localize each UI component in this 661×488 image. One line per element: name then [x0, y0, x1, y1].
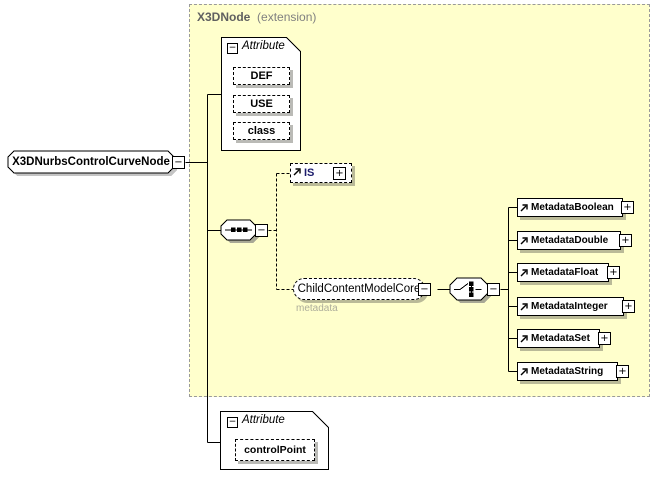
element-metadatainteger[interactable]: MetadataInteger +: [517, 297, 635, 316]
element-metadatadouble-label: MetadataDouble: [531, 235, 609, 246]
attribute-use[interactable]: USE: [233, 95, 290, 113]
element-childcontentmodelcore-label: ChildContentModelCore: [297, 283, 421, 295]
metadatastring-expand-toggle[interactable]: +: [616, 365, 629, 378]
reference-arrow-icon: [520, 334, 529, 346]
reference-arrow-icon: [520, 302, 529, 314]
attribute-group-top-title: Attribute: [242, 40, 285, 52]
is-expand-toggle[interactable]: +: [333, 167, 346, 180]
element-metadataboolean-label: MetadataBoolean: [531, 202, 614, 213]
element-childcontentmodelcore[interactable]: ChildContentModelCore −: [293, 278, 431, 300]
element-is[interactable]: IS +: [290, 163, 352, 183]
element-metadatastring[interactable]: MetadataString +: [517, 362, 629, 381]
sequence-collapse-toggle[interactable]: −: [255, 224, 268, 237]
element-metadatafloat-label: MetadataFloat: [531, 267, 599, 278]
dashed-connectors: [268, 173, 294, 290]
element-metadatafloat[interactable]: MetadataFloat +: [517, 263, 620, 282]
attribute-controlpoint[interactable]: controlPoint: [235, 439, 315, 461]
metadata-annotation: metadata: [296, 303, 338, 314]
attribute-group-top-collapse-toggle[interactable]: −: [227, 43, 238, 54]
choice-icon: [454, 281, 482, 297]
metadatadouble-expand-toggle[interactable]: +: [619, 234, 632, 247]
attribute-group-bottom-collapse-toggle[interactable]: −: [227, 417, 238, 428]
root-node-shape[interactable]: [7, 150, 177, 176]
element-metadataset[interactable]: MetadataSet +: [517, 329, 611, 348]
childcontentmodelcore-collapse-toggle[interactable]: −: [418, 283, 431, 296]
element-is-label: IS: [304, 167, 315, 179]
panel-subtitle-value: (extension): [257, 10, 317, 24]
reference-arrow-icon: [520, 203, 529, 215]
panel-title: X3DNode (extension): [197, 10, 316, 24]
reference-arrow-icon: [520, 268, 529, 280]
element-metadatastring-label: MetadataString: [531, 366, 604, 377]
element-metadatainteger-label: MetadataInteger: [531, 301, 608, 312]
reference-arrow-icon: [520, 236, 529, 248]
element-metadataboolean[interactable]: MetadataBoolean +: [517, 198, 634, 217]
attribute-def[interactable]: DEF: [233, 67, 290, 85]
attribute-group-bottom-title: Attribute: [242, 414, 285, 426]
choice-collapse-toggle[interactable]: −: [487, 283, 500, 296]
reference-arrow-icon: [293, 163, 302, 181]
choice-indicator[interactable]: [449, 277, 491, 303]
sequence-icon: [225, 227, 252, 232]
element-metadatadouble[interactable]: MetadataDouble +: [517, 231, 632, 250]
metadataset-expand-toggle[interactable]: +: [598, 332, 611, 345]
solid-connectors: [185, 94, 518, 443]
metadatafloat-expand-toggle[interactable]: +: [607, 266, 620, 279]
metadataboolean-expand-toggle[interactable]: +: [621, 201, 634, 214]
root-node-label[interactable]: X3DNurbsControlCurveNode: [12, 156, 170, 168]
root-collapse-toggle[interactable]: −: [172, 156, 185, 169]
reference-arrow-icon: [520, 367, 529, 379]
metadatainteger-expand-toggle[interactable]: +: [622, 300, 635, 313]
sequence-indicator[interactable]: [220, 219, 259, 243]
attribute-class[interactable]: class: [233, 122, 290, 140]
panel-title-text: X3DNode: [197, 10, 251, 24]
element-metadataset-label: MetadataSet: [531, 333, 590, 344]
